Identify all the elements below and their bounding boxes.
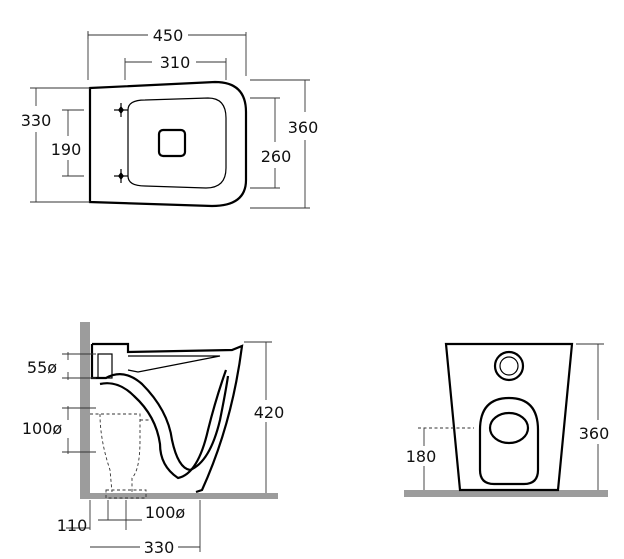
side-bowl-body: [90, 342, 244, 494]
label-top-190: 190: [51, 140, 82, 159]
back-body-outline: [444, 342, 574, 492]
dim-back-360: [576, 343, 604, 490]
side-inlet: [97, 353, 113, 379]
dim-100-left: [62, 406, 96, 454]
label-top-260: 260: [261, 147, 292, 166]
fixing-point-lower: [114, 169, 128, 183]
back-view: 360 180: [404, 342, 610, 497]
label-side-420: 420: [254, 403, 285, 422]
top-view-inner-bowl: [127, 97, 227, 189]
dim-450: [87, 31, 247, 80]
dim-190: [62, 109, 84, 177]
side-wall: [80, 322, 90, 498]
label-top-310: 310: [160, 53, 191, 72]
back-inlet-inner: [499, 356, 519, 376]
dim-420: [244, 341, 272, 493]
back-outlet-slot: [478, 396, 540, 486]
label-top-450: 450: [153, 26, 184, 45]
top-view: 450 310 330 190: [21, 26, 319, 209]
back-outlet-circle: [488, 411, 530, 445]
label-back-360: 360: [579, 424, 610, 443]
dim-330-left: [30, 87, 90, 203]
label-side-55: 55ø: [27, 358, 57, 377]
back-inlet-outer: [493, 350, 525, 382]
dim-55: [62, 352, 96, 380]
label-top-360: 360: [288, 118, 319, 137]
side-trap: [99, 369, 228, 480]
label-back-180: 180: [406, 447, 437, 466]
dim-310: [124, 58, 227, 80]
label-side-100: 100ø: [22, 419, 63, 438]
label-side-100-floor: 100ø: [145, 503, 186, 522]
side-outlet-base: [105, 489, 147, 499]
label-side-330: 330: [144, 538, 175, 557]
back-floor: [404, 490, 608, 497]
top-view-flush-square: [157, 128, 187, 158]
label-top-330: 330: [21, 111, 52, 130]
side-view: 55ø 100ø 420 110 100ø: [22, 322, 284, 557]
side-seat: [127, 355, 221, 373]
fixing-point-upper: [114, 103, 128, 117]
top-view-bowl-outline: [88, 80, 248, 208]
dim-360-right: [250, 79, 310, 209]
side-outlet-pipe: [90, 413, 150, 493]
dim-110: [66, 500, 142, 530]
dim-260: [250, 97, 280, 189]
label-side-110: 110: [57, 516, 88, 535]
side-floor: [80, 493, 278, 499]
dim-330-bottom: [90, 500, 201, 552]
